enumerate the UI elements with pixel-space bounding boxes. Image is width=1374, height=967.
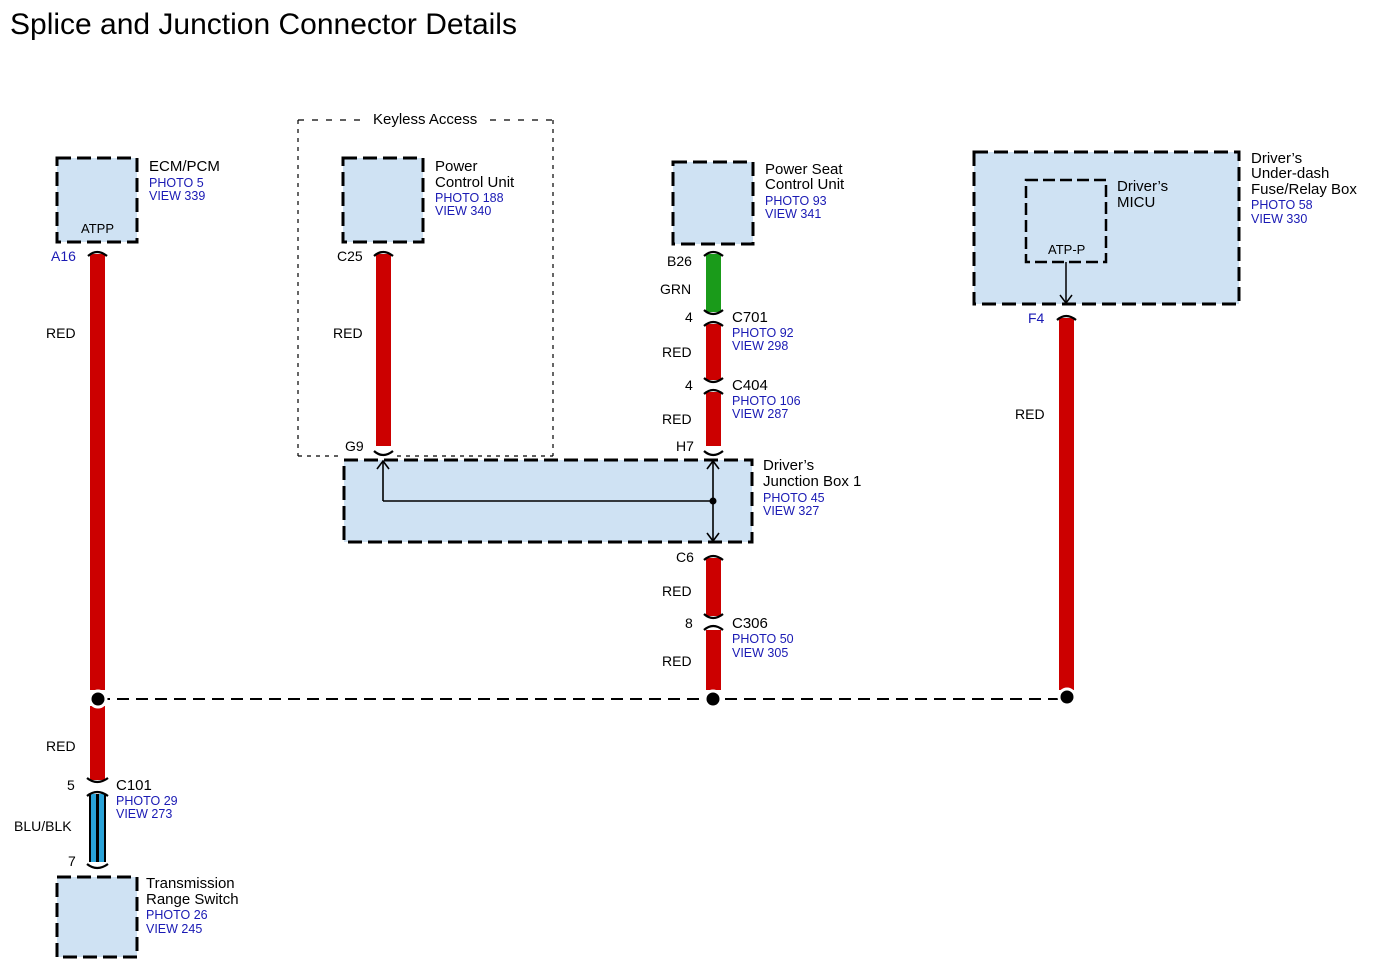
micu-name-2: MICU [1117, 194, 1155, 211]
wire-color-pcu: RED [333, 325, 363, 341]
trs-box [55, 875, 139, 959]
c101-pin-top: 5 [67, 777, 75, 793]
fusebox-photo-link[interactable]: PHOTO 58 [1251, 198, 1313, 212]
ecm-lower-red-wire [90, 706, 105, 780]
seat-photo-link[interactable]: PHOTO 93 [765, 194, 827, 208]
trs-photo-link[interactable]: PHOTO 26 [146, 908, 208, 922]
jb-red-wire-2 [706, 630, 721, 690]
c404-name: C404 [732, 377, 768, 394]
jbox-view-link[interactable]: VIEW 327 [763, 504, 819, 518]
pin-c25: C25 [337, 248, 363, 264]
seat-red-wire-1 [706, 324, 721, 380]
pin-a16: A16 [51, 248, 76, 264]
seat-name-1: Power Seat [765, 161, 843, 178]
c404-pin: 4 [685, 377, 693, 393]
page-title: Splice and Junction Connector Details [10, 8, 517, 41]
seat-red-wire-2 [706, 392, 721, 446]
blu-blk-wire [89, 794, 106, 862]
seat-view-link[interactable]: VIEW 341 [765, 207, 821, 221]
micu-box [1024, 178, 1108, 264]
c701-pin: 4 [685, 309, 693, 325]
pcu-view-link[interactable]: VIEW 340 [435, 204, 491, 218]
pin-b26: B26 [667, 253, 692, 269]
wire-color-ecm-bottom: RED [46, 738, 76, 754]
ecm-red-wire [90, 254, 105, 690]
ecm-view-link[interactable]: VIEW 339 [149, 189, 205, 203]
c404-photo-link[interactable]: PHOTO 106 [732, 394, 801, 408]
terminal-caps [86, 250, 1077, 870]
fusebox-name-2: Under-dash [1251, 165, 1329, 182]
splice-point-left [88, 689, 108, 709]
fuse-red-wire [1059, 318, 1074, 690]
jb-red-wire-1 [706, 558, 721, 616]
c306-pin: 8 [685, 615, 693, 631]
seat-green-wire [706, 254, 721, 312]
jbox-name-2: Junction Box 1 [763, 473, 861, 490]
pcu-name-2: Control Unit [435, 174, 515, 191]
pcu-name-1: Power [435, 158, 478, 175]
wire-color-trs: BLU/BLK [14, 818, 72, 834]
wire-color-seat-mid2: RED [662, 411, 692, 427]
pin-c6: C6 [676, 549, 694, 565]
jbox-photo-link[interactable]: PHOTO 45 [763, 491, 825, 505]
fusebox-view-link[interactable]: VIEW 330 [1251, 212, 1307, 226]
c101-view-link[interactable]: VIEW 273 [116, 807, 172, 821]
c701-name: C701 [732, 309, 768, 326]
pin-h7: H7 [676, 438, 694, 454]
wire-color-jb-below: RED [662, 583, 692, 599]
pcu-red-wire [376, 254, 391, 446]
ecm-pcm-box [55, 156, 139, 244]
trs-name-1: Transmission [146, 875, 235, 892]
c306-name: C306 [732, 615, 768, 632]
c404-view-link[interactable]: VIEW 287 [732, 407, 788, 421]
wire-color-seat-grn: GRN [660, 281, 691, 297]
seat-name-2: Control Unit [765, 176, 845, 193]
splice-point-right [1057, 687, 1077, 707]
pcu-box [341, 156, 425, 244]
fusebox-name-3: Fuse/Relay Box [1251, 181, 1357, 198]
c701-photo-link[interactable]: PHOTO 92 [732, 326, 794, 340]
ecm-photo-link[interactable]: PHOTO 5 [149, 176, 204, 190]
trs-view-link[interactable]: VIEW 245 [146, 922, 202, 936]
ecm-terminal-label: ATPP [81, 221, 114, 236]
c306-photo-link[interactable]: PHOTO 50 [732, 632, 794, 646]
pin-g9: G9 [345, 438, 364, 454]
wire-color-fuse: RED [1015, 406, 1045, 422]
trs-name-2: Range Switch [146, 891, 239, 908]
wire-color-jb-bottom: RED [662, 653, 692, 669]
c101-pin-bottom: 7 [68, 853, 76, 869]
keyless-access-boundary: Keyless Access [297, 111, 554, 457]
junction-node [709, 497, 717, 505]
keyless-access-label: Keyless Access [373, 111, 477, 128]
wire-color-seat-mid1: RED [662, 344, 692, 360]
jbox-name-1: Driver’s [763, 457, 814, 474]
c101-photo-link[interactable]: PHOTO 29 [116, 794, 178, 808]
splice-point-middle [703, 689, 723, 709]
c701-view-link[interactable]: VIEW 298 [732, 339, 788, 353]
fusebox-name-1: Driver’s [1251, 150, 1302, 167]
c101-name: C101 [116, 777, 152, 794]
c306-view-link[interactable]: VIEW 305 [732, 646, 788, 660]
micu-terminal-label: ATP-P [1048, 242, 1085, 257]
ecm-name: ECM/PCM [149, 158, 220, 175]
seat-control-box [671, 160, 755, 246]
micu-arrow-head [1059, 294, 1073, 305]
pcu-photo-link[interactable]: PHOTO 188 [435, 191, 504, 205]
pin-f4: F4 [1028, 310, 1045, 326]
micu-name-1: Driver’s [1117, 178, 1168, 195]
wire-color-ecm-top: RED [46, 325, 76, 341]
